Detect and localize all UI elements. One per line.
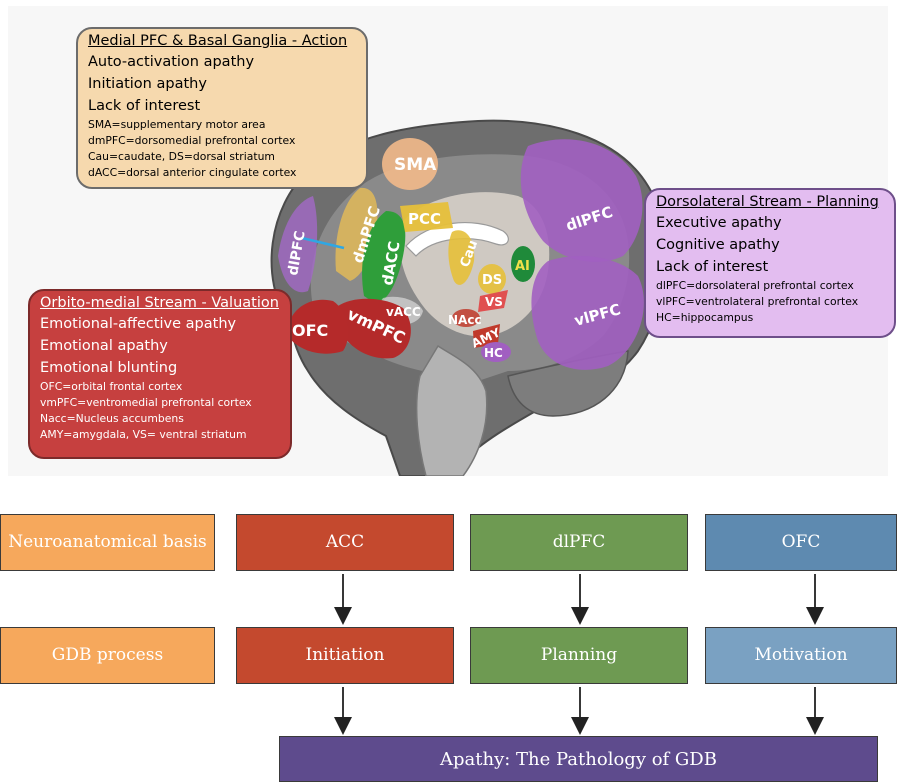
label-vacc: vACC [386, 305, 421, 319]
region-amy [473, 324, 500, 348]
label-ofc: OFC [292, 321, 328, 340]
region-hc [481, 342, 511, 362]
label-ds: DS [482, 273, 502, 288]
region-pcc [400, 202, 453, 232]
dlpfc-box-abbr: dlPFC=dorsolateral prefrontal cortex [656, 279, 854, 292]
dlpfc-box-item: Cognitive apathy [656, 237, 780, 253]
flow-dlpfc: dlPFC [470, 514, 688, 571]
brain-illustration: SMA dmPFC dACC PCC Cau DS AI VS NAcc AMY… [270, 119, 667, 476]
region-cau [448, 230, 475, 285]
label-sma: SMA [394, 155, 437, 175]
medial-box-title: Medial PFC & Basal Ganglia - Action [88, 33, 348, 49]
region-dlpfc-right [520, 139, 643, 262]
region-vs [478, 290, 508, 312]
ofc-box-item: Emotional apathy [40, 338, 168, 354]
label-hc: HC [484, 346, 503, 360]
region-ofc [288, 299, 349, 354]
ofc-box-item: Emotional-affective apathy [40, 316, 237, 332]
dlpfc-box-abbr: HC=hippocampus [656, 311, 754, 324]
dorsolateral-stream-box: Dorsolateral Stream - Planning Executive… [644, 188, 896, 338]
region-sma [382, 138, 438, 190]
label-nacc: NAcc [448, 313, 482, 327]
dlpfc-connector-line [301, 236, 345, 250]
flow-ofc: OFC [705, 514, 897, 571]
medial-box-abbr: SMA=supplementary motor area [88, 118, 266, 131]
label-dlpfc-left: dlPFC [285, 230, 309, 277]
dlpfc-box-abbr: vlPFC=ventrolateral prefrontal cortex [656, 295, 859, 308]
brainstem [415, 344, 488, 476]
flow-acc: ACC [236, 514, 454, 571]
label-ai: AI [515, 259, 530, 274]
ofc-box-title: Orbito-medial Stream - Valuation [40, 295, 279, 311]
region-dlpfc-left [278, 196, 318, 293]
region-vmpfc [338, 298, 411, 359]
flow-gdb-process: GDB process [0, 627, 215, 684]
region-ds [478, 264, 506, 294]
flow-motivation: Motivation [705, 627, 897, 684]
brain-figure-panel: SMA dmPFC dACC PCC Cau DS AI VS NAcc AMY… [8, 6, 896, 476]
medial-pfc-box: Medial PFC & Basal Ganglia - Action Auto… [76, 27, 368, 189]
dlpfc-box-title: Dorsolateral Stream - Planning [656, 194, 879, 210]
label-pcc: PCC [408, 210, 441, 228]
ofc-box-abbr: vmPFC=ventromedial prefrontal cortex [40, 396, 252, 409]
flow-initiation: Initiation [236, 627, 454, 684]
dlpfc-box-item: Executive apathy [656, 215, 782, 231]
flow-neuroanatomical-basis: Neuroanatomical basis [0, 514, 215, 571]
region-nacc [452, 309, 480, 327]
orbito-medial-stream-box: Orbito-medial Stream - Valuation Emotion… [28, 289, 292, 459]
medial-box-item: Initiation apathy [88, 76, 207, 92]
region-ai [511, 246, 535, 282]
ofc-box-abbr: OFC=orbital frontal cortex [40, 380, 183, 393]
region-dacc [362, 211, 406, 304]
region-vlpfc [531, 256, 644, 370]
ofc-box-item: Emotional blunting [40, 360, 178, 376]
dlpfc-box-item: Lack of interest [656, 259, 769, 275]
medial-box-abbr: dmPFC=dorsomedial prefrontal cortex [88, 134, 296, 147]
medial-box-abbr: Cau=caudate, DS=dorsal striatum [88, 150, 275, 163]
ofc-box-abbr: AMY=amygdala, VS= ventral striatum [40, 428, 247, 441]
medial-box-abbr: dACC=dorsal anterior cingulate cortex [88, 166, 297, 179]
medial-box-item: Lack of interest [88, 98, 201, 114]
medial-box-item: Auto-activation apathy [88, 54, 255, 70]
flow-planning: Planning [470, 627, 688, 684]
ofc-box-abbr: Nacc=Nucleus accumbens [40, 412, 184, 425]
flow-apathy-result: Apathy: The Pathology of GDB [279, 736, 878, 782]
label-vs: VS [485, 295, 503, 309]
